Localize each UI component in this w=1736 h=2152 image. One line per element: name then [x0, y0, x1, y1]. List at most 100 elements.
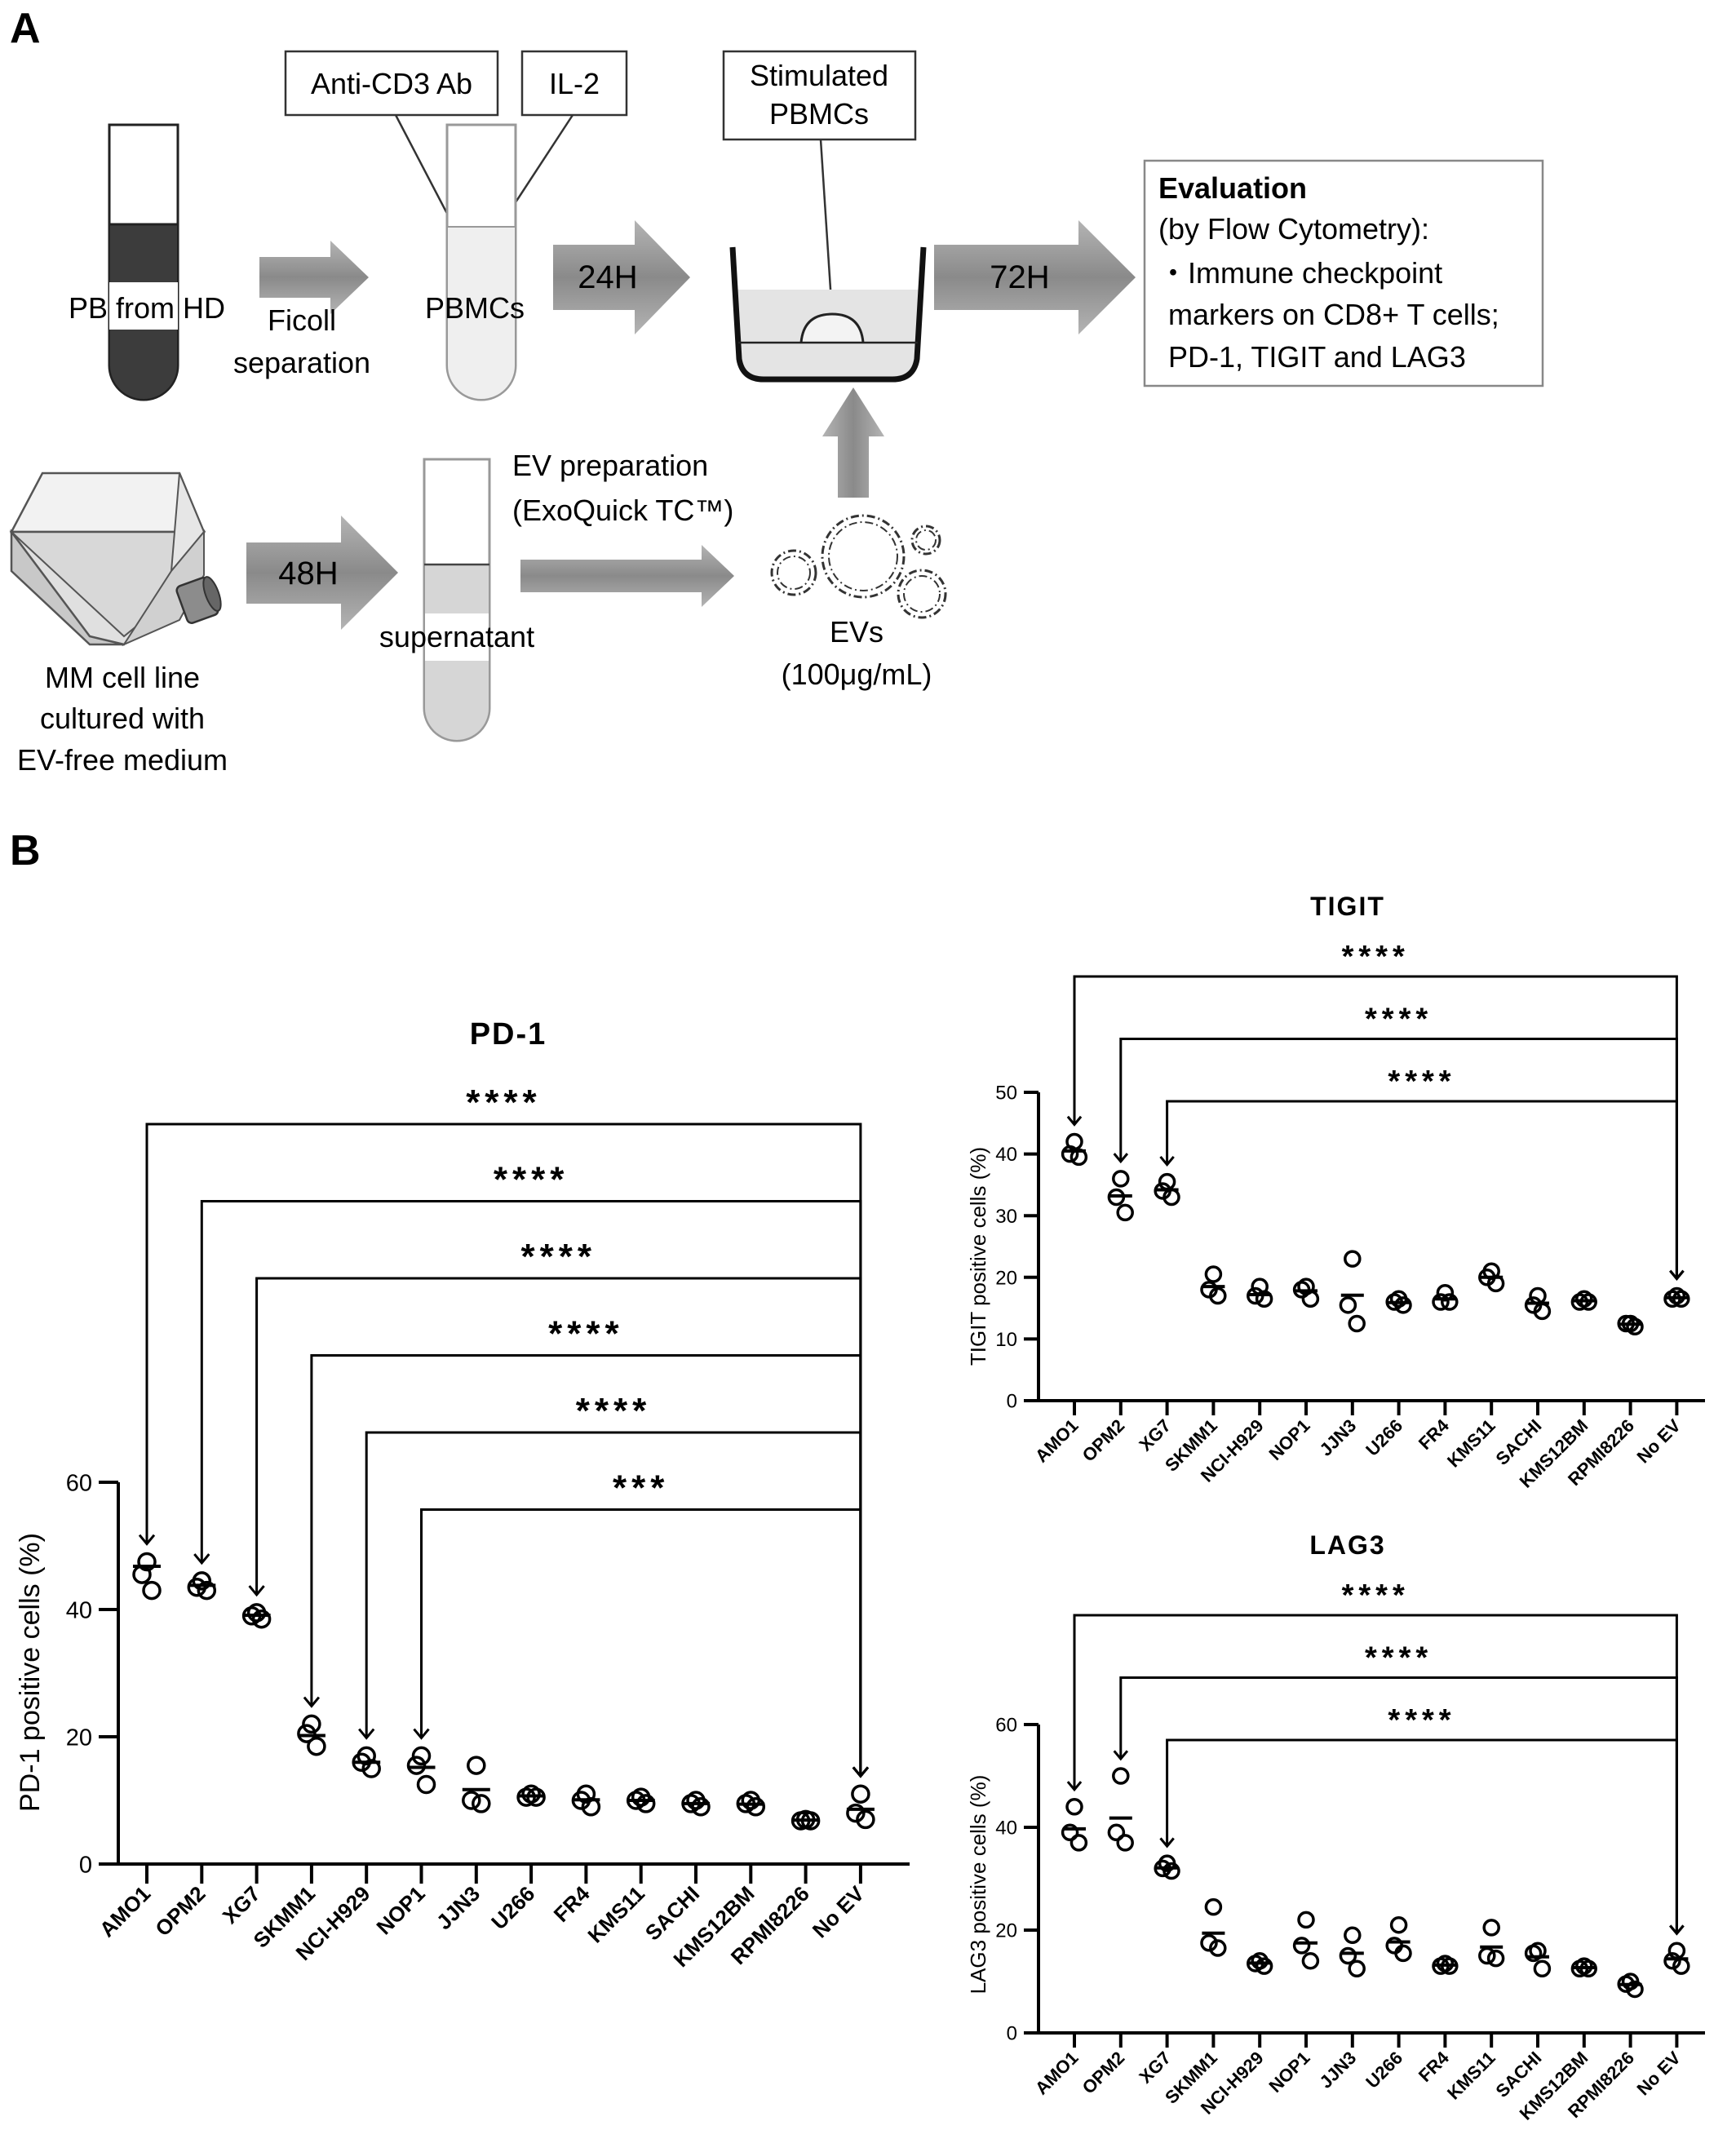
x-tick-label: NOP1: [1264, 2048, 1313, 2097]
data-point: [187, 1577, 207, 1597]
bracket-arrowhead: [1066, 1115, 1083, 1127]
data-point: [1297, 1911, 1315, 1929]
significance-label: ****: [548, 1314, 624, 1354]
panel-a: A PB from HD Ficoll separation Anti-CD3 …: [9, 5, 1544, 777]
data-point: [691, 1797, 711, 1817]
x-tick-label: No EV: [808, 1881, 870, 1943]
x-tick-label: XG7: [218, 1881, 265, 1928]
y-tick-label: 40: [66, 1597, 92, 1623]
data-point: [1255, 1290, 1273, 1308]
ficoll-arrow: [259, 241, 369, 314]
y-tick-label: 40: [995, 1818, 1017, 1840]
x-tick-label: OPM2: [150, 1881, 210, 1941]
x-tick-label: NOP1: [371, 1881, 429, 1939]
mm-cell-line-label-line2: cultured with: [40, 702, 205, 735]
data-point: [1344, 1926, 1362, 1945]
data-point: [1482, 1919, 1500, 1937]
y-tick-label: 20: [995, 1920, 1017, 1942]
bracket-arrowhead: [193, 1553, 210, 1565]
data-point: [197, 1580, 217, 1601]
data-point: [251, 1609, 272, 1629]
significance-label: ****: [1365, 1003, 1433, 1037]
x-tick-label: U266: [1362, 2048, 1406, 2092]
data-point: [846, 1803, 866, 1823]
evaluation-line3: markers on CD8+ T cells;: [1168, 298, 1499, 331]
data-point: [851, 1784, 870, 1804]
data-point: [1255, 1957, 1273, 1975]
data-point: [1389, 1915, 1408, 1934]
panel-a-label: A: [10, 5, 41, 52]
significance-label: ****: [1365, 1641, 1433, 1676]
data-point: [411, 1746, 432, 1766]
data-point: [1209, 1286, 1227, 1305]
data-point: [1524, 1944, 1543, 1963]
pbmc-tube: [445, 123, 517, 401]
x-tick-label: XG7: [1135, 2048, 1175, 2088]
x-tick-label: NOP1: [1264, 1415, 1313, 1464]
pd1-chart-ylabel: PD-1 positive cells (%): [15, 1533, 46, 1812]
x-tick-label: XG7: [1135, 1415, 1175, 1455]
data-point: [1394, 1944, 1412, 1963]
mm-cell-line-label-line1: MM cell line: [45, 661, 200, 694]
x-tick-label: JJN3: [1315, 1415, 1360, 1460]
data-point: [142, 1580, 162, 1601]
data-point: [1394, 1296, 1412, 1314]
x-tick-label: FR4: [549, 1881, 595, 1927]
anti-cd3-box: [284, 50, 499, 117]
significance-label: ****: [494, 1160, 569, 1200]
evaluation-box: [1143, 159, 1544, 387]
il2-box: [520, 50, 628, 117]
tigit-chart-ylabel: TIGIT positive cells (%): [966, 1147, 990, 1366]
x-tick-label: JJN3: [1315, 2048, 1360, 2092]
lag3-chart-title: LAG3: [1309, 1530, 1385, 1560]
x-tick-label: FR4: [1415, 1415, 1454, 1454]
data-point: [1663, 1952, 1681, 1970]
x-tick-label: KMS11: [1443, 1415, 1499, 1472]
evaluation-title: Evaluation: [1158, 171, 1307, 205]
x-tick-label: FR4: [1415, 2047, 1454, 2086]
bracket-arrowhead: [1113, 1153, 1129, 1164]
significance-label: ****: [1388, 1065, 1455, 1099]
significance-label: ****: [576, 1391, 652, 1431]
data-point: [1107, 1823, 1126, 1842]
y-tick-label: 20: [66, 1725, 92, 1751]
pd1-chart: PD-1 PD-1 positive cells (%) 0204060AMO1…: [15, 1017, 910, 1972]
arrow-72h: [934, 220, 1136, 334]
mm-cell-line-label-line3: EV-free medium: [17, 743, 228, 777]
significance-bracket: [1166, 1738, 1678, 1934]
data-point: [1204, 1265, 1223, 1283]
bracket-arrowhead: [1669, 1924, 1685, 1936]
arrow-48h: [246, 516, 398, 630]
x-tick-label: OPM2: [1078, 1415, 1129, 1466]
x-tick-label: U266: [1362, 1415, 1406, 1460]
data-point: [1339, 1946, 1357, 1965]
data-point: [1626, 1317, 1644, 1336]
lag3-chart-ylabel: LAG3 positive cells (%): [966, 1775, 990, 1995]
time-48h-label: 48H: [278, 556, 338, 591]
significance-bracket: [200, 1200, 862, 1777]
significance-label: ****: [1342, 1579, 1410, 1613]
data-point: [746, 1797, 766, 1817]
significance-label: ****: [521, 1237, 597, 1277]
significance-bracket: [1166, 1100, 1678, 1279]
ev-particles: [770, 514, 947, 619]
y-tick-label: 0: [79, 1852, 92, 1878]
data-point: [856, 1809, 875, 1830]
data-point: [137, 1552, 157, 1572]
bracket-arrowhead: [1159, 1155, 1175, 1167]
data-point: [1204, 1897, 1223, 1916]
x-tick-label: KMS11: [1443, 2048, 1499, 2104]
y-tick-label: 10: [995, 1329, 1017, 1351]
stimulated-label-line1: Stimulated: [750, 59, 888, 92]
data-point: [636, 1794, 656, 1813]
bracket-arrowhead: [1159, 1837, 1175, 1849]
data-point: [302, 1714, 321, 1734]
data-point: [307, 1736, 326, 1756]
x-tick-label: No EV: [1632, 2048, 1685, 2100]
pbmcs-label: PBMCs: [425, 291, 525, 325]
ficoll-label-line2: separation: [233, 346, 370, 379]
data-point: [1292, 1937, 1311, 1955]
bracket-arrowhead: [413, 1728, 430, 1740]
data-point: [462, 1791, 481, 1810]
y-tick-label: 0: [1007, 2023, 1017, 2045]
